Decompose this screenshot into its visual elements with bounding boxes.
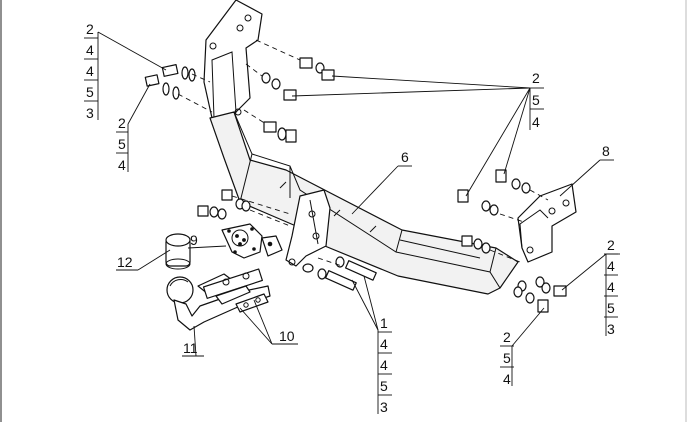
callout-right-mid-2: 4 <box>607 258 615 274</box>
callout-stack-right-mid: 2 4 4 5 3 <box>604 237 618 337</box>
socket-plate-9 <box>221 223 283 259</box>
callout-top-left-3: 4 <box>86 63 94 79</box>
callout-top-left-1: 2 <box>86 21 94 37</box>
callout-top-left-2: 4 <box>86 42 94 58</box>
callout-9: 9 <box>190 232 198 248</box>
callout-right-mid-1: 2 <box>607 237 615 253</box>
callout-right-top-1: 2 <box>532 70 540 86</box>
callout-bottom-center-3: 4 <box>380 357 388 373</box>
callout-top-left-5: 3 <box>86 105 94 121</box>
callout-10: 10 <box>279 328 295 344</box>
callout-stack-bottom-center: 1 4 4 5 3 <box>378 315 392 415</box>
hardware-set <box>144 57 567 313</box>
callout-stack-bottom-right: 2 5 4 <box>500 329 514 387</box>
callout-stack-top-left: 2 4 4 5 3 <box>84 21 98 121</box>
center-hitch-plate <box>285 189 331 267</box>
callout-bottom-right-1: 2 <box>503 329 511 345</box>
left-mounting-bracket <box>203 0 263 123</box>
callout-left-2: 5 <box>118 136 126 152</box>
callout-right-top-2: 5 <box>532 92 540 108</box>
callout-stack-right-top: 2 5 4 <box>530 70 544 130</box>
callout-6: 6 <box>401 149 409 165</box>
tow-ball-11 <box>166 268 271 331</box>
callout-11: 11 <box>183 340 198 356</box>
assembly-dashed-lines <box>177 39 549 267</box>
callout-8: 8 <box>602 143 610 159</box>
right-mounting-bracket-8 <box>517 183 577 263</box>
callout-bottom-center-4: 5 <box>380 378 388 394</box>
callout-bottom-center-1: 1 <box>380 315 388 331</box>
callout-left-3: 4 <box>118 157 126 173</box>
main-cross-beam-6 <box>209 111 519 295</box>
callout-right-top-3: 4 <box>532 114 540 130</box>
callout-bottom-right-3: 4 <box>503 371 511 387</box>
leader-lines <box>97 31 620 414</box>
callout-bottom-center-2: 4 <box>380 336 388 352</box>
callout-bottom-center-5: 3 <box>380 399 388 415</box>
callout-right-mid-4: 5 <box>607 300 615 316</box>
spacer-plates-10 <box>215 285 269 313</box>
socket-cover-12 <box>165 233 191 270</box>
callout-stack-left: 2 5 4 <box>116 115 128 173</box>
callout-right-mid-3: 4 <box>607 279 615 295</box>
callout-12: 12 <box>117 254 133 270</box>
callout-top-left-4: 5 <box>86 84 94 100</box>
callout-left-1: 2 <box>118 115 126 131</box>
callout-right-mid-5: 3 <box>607 321 615 337</box>
callout-bottom-right-2: 5 <box>503 350 511 366</box>
